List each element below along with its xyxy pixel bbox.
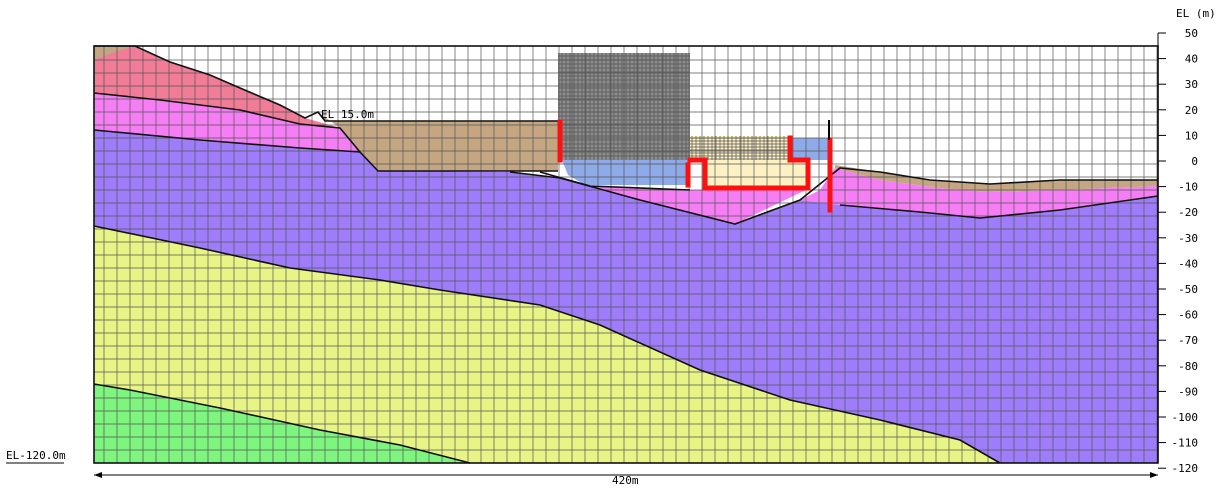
axis-tick-label: 0 [1191, 155, 1198, 168]
axis-tick-label: 30 [1185, 78, 1198, 91]
cream-block [690, 136, 808, 188]
axis-tick-label: 20 [1185, 104, 1198, 117]
yellow-layer [94, 226, 1000, 463]
axis-title: EL (m) [1176, 7, 1216, 20]
axis-tick-label: -110 [1172, 437, 1199, 450]
axis-tick-label: -40 [1178, 257, 1198, 270]
axis-tick-label: 50 [1185, 27, 1198, 40]
pink-layer-under-structure [540, 172, 810, 224]
elevation-axis: EL (m) 50 40 30 20 10 0 -10 -20 -30 -40 -50 -60 -70 -… [1157, 7, 1216, 475]
pink-layer [94, 93, 360, 152]
axis-tick-label: -70 [1178, 334, 1198, 347]
blue-block-right [790, 138, 830, 160]
axis-tick-label: -90 [1178, 385, 1198, 398]
axis-tick-label: 10 [1185, 129, 1198, 142]
red-wall-members [557, 119, 833, 213]
annotations: EL 15.0m EL-120.0m 420m [6, 108, 1158, 487]
axis-tick-label: -120 [1172, 462, 1199, 475]
axis-tick-label: -20 [1178, 206, 1198, 219]
axis-tick-label: 40 [1185, 53, 1198, 66]
axis-tick-label: -10 [1178, 181, 1198, 194]
fill-soil-right [835, 165, 1158, 192]
axis-tick-label: -60 [1178, 309, 1198, 322]
axis-tick-label: -80 [1178, 360, 1198, 373]
crest-soil [94, 46, 340, 128]
axis-tick-label: -30 [1178, 232, 1198, 245]
green-layer [94, 384, 470, 463]
blue-block-left [562, 160, 690, 185]
axis-tick-label: -100 [1172, 411, 1199, 424]
fill-soil-left [318, 112, 558, 171]
label-width: 420m [612, 474, 639, 487]
label-el-minus120: EL-120.0m [6, 449, 66, 462]
axis-tick-label: -50 [1178, 283, 1198, 296]
pink-layer-right [800, 168, 1158, 218]
label-el-15: EL 15.0m [321, 108, 374, 121]
purple-layer [94, 130, 1158, 463]
mesh-grid [94, 46, 1158, 463]
